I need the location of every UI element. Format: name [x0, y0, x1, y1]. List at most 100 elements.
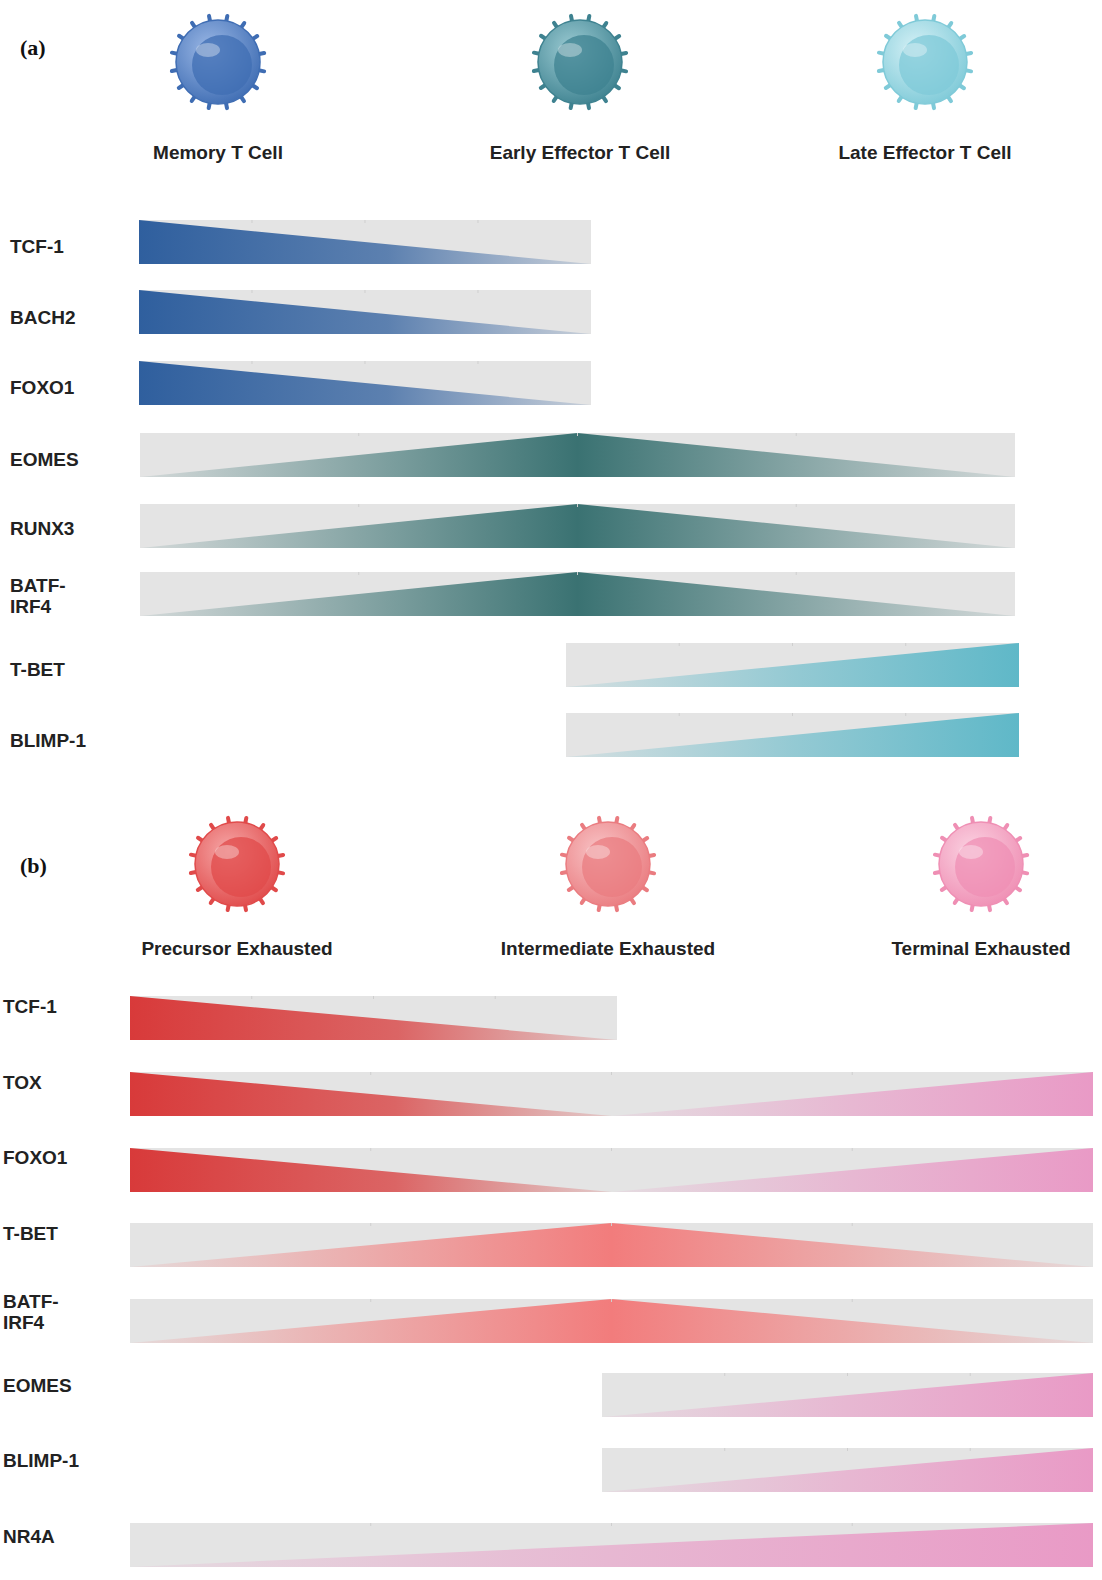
expression-bar — [140, 572, 1015, 616]
expression-bar — [566, 713, 1019, 757]
expression-wedge — [130, 1148, 612, 1192]
expression-wedge — [566, 643, 1019, 687]
factor-name: FOXO1 — [10, 377, 74, 398]
panel-letter: (a) — [20, 37, 46, 58]
cell-body — [883, 20, 967, 104]
expression-wedge — [139, 361, 591, 405]
bar-ground — [130, 1223, 1093, 1267]
bar-tick — [252, 220, 253, 223]
bar-tick — [478, 361, 479, 364]
cell-label: Late Effector T Cell — [838, 142, 1011, 164]
bar-tick — [611, 1523, 612, 1526]
cell-nucleus — [582, 837, 642, 897]
factor-name: T-BET — [3, 1223, 58, 1244]
cell-highlight — [586, 845, 610, 859]
expression-wedge — [130, 1523, 1093, 1567]
bar-tick — [905, 643, 906, 646]
bar-tick — [370, 1072, 371, 1075]
bar-ground — [602, 1448, 1093, 1492]
expression-bar — [130, 1223, 1093, 1267]
t-cell-node: Terminal Exhausted — [891, 814, 1070, 960]
factor-name: TCF-1 — [3, 996, 57, 1017]
factor-name: FOXO1 — [3, 1147, 67, 1168]
factor-name: RUNX3 — [10, 518, 74, 539]
bar-tick — [847, 1448, 848, 1451]
bar-tick — [611, 1072, 612, 1075]
cell-label: Terminal Exhausted — [891, 938, 1070, 960]
cell-icon — [558, 814, 658, 914]
bar-tick — [365, 220, 366, 223]
factor-name: EOMES — [10, 449, 79, 470]
bar-tick — [679, 643, 680, 646]
expression-wedge — [130, 1072, 612, 1116]
cell-highlight — [215, 845, 239, 859]
cell-nucleus — [955, 837, 1015, 897]
expression-bar — [139, 220, 591, 264]
bar-ground — [139, 220, 591, 264]
cell-highlight — [558, 43, 582, 57]
bar-ground — [130, 1072, 1093, 1116]
bar-ground — [140, 504, 1015, 548]
expression-bar — [130, 1523, 1093, 1567]
expression-bar — [602, 1373, 1093, 1417]
bar-ground — [140, 572, 1015, 616]
bar-tick — [370, 1523, 371, 1526]
t-cell-node: Intermediate Exhausted — [501, 814, 715, 960]
cell-highlight — [903, 43, 927, 57]
expression-wedge — [140, 433, 1015, 477]
expression-wedge — [130, 996, 617, 1040]
cell-nucleus — [192, 35, 252, 95]
factor-name: BLIMP-1 — [10, 730, 86, 751]
factor-name: BACH2 — [10, 307, 75, 328]
bar-ground — [566, 643, 1019, 687]
bar-ground — [139, 361, 591, 405]
expression-wedge — [140, 572, 1015, 616]
cell-icon — [931, 814, 1031, 914]
bar-tick — [365, 290, 366, 293]
factor-name: NR4A — [3, 1526, 55, 1547]
bar-tick — [852, 1072, 853, 1075]
factor-name: BATF- IRF4 — [10, 575, 70, 617]
factor-name: BATF- IRF4 — [3, 1291, 63, 1333]
expression-wedge — [130, 1299, 1093, 1343]
bar-tick — [478, 220, 479, 223]
bar-tick — [478, 290, 479, 293]
bar-tick — [370, 1299, 371, 1302]
bar-tick — [852, 1223, 853, 1226]
factor-name: T-BET — [10, 659, 65, 680]
cell-label: Early Effector T Cell — [490, 142, 671, 164]
expression-wedge — [566, 713, 1019, 757]
expression-bar — [140, 504, 1015, 548]
expression-wedge — [602, 1448, 1093, 1492]
factor-name: BLIMP-1 — [3, 1450, 79, 1471]
bar-tick — [370, 1223, 371, 1226]
expression-bar — [130, 996, 617, 1040]
bar-tick — [852, 1523, 853, 1526]
bar-tick — [611, 1148, 612, 1151]
expression-bar — [139, 361, 591, 405]
expression-wedge — [140, 504, 1015, 548]
bar-ground — [130, 996, 617, 1040]
bar-ground — [139, 290, 591, 334]
bar-tick — [365, 361, 366, 364]
factor-name: TCF-1 — [10, 236, 64, 257]
cell-icon — [187, 814, 287, 914]
cell-icon — [530, 12, 630, 112]
expression-bar — [130, 1148, 1093, 1192]
bar-tick — [724, 1448, 725, 1451]
bar-tick — [792, 643, 793, 646]
bar-tick — [373, 996, 374, 999]
cell-body — [939, 822, 1023, 906]
bar-tick — [679, 713, 680, 716]
cell-body — [195, 822, 279, 906]
bar-tick — [905, 713, 906, 716]
bar-tick — [847, 1373, 848, 1376]
bar-tick — [852, 1148, 853, 1151]
factor-name: TOX — [3, 1072, 42, 1093]
cell-highlight — [959, 845, 983, 859]
bar-tick — [796, 504, 797, 507]
panel-letter: (b) — [20, 855, 47, 876]
bar-tick — [611, 1299, 612, 1302]
